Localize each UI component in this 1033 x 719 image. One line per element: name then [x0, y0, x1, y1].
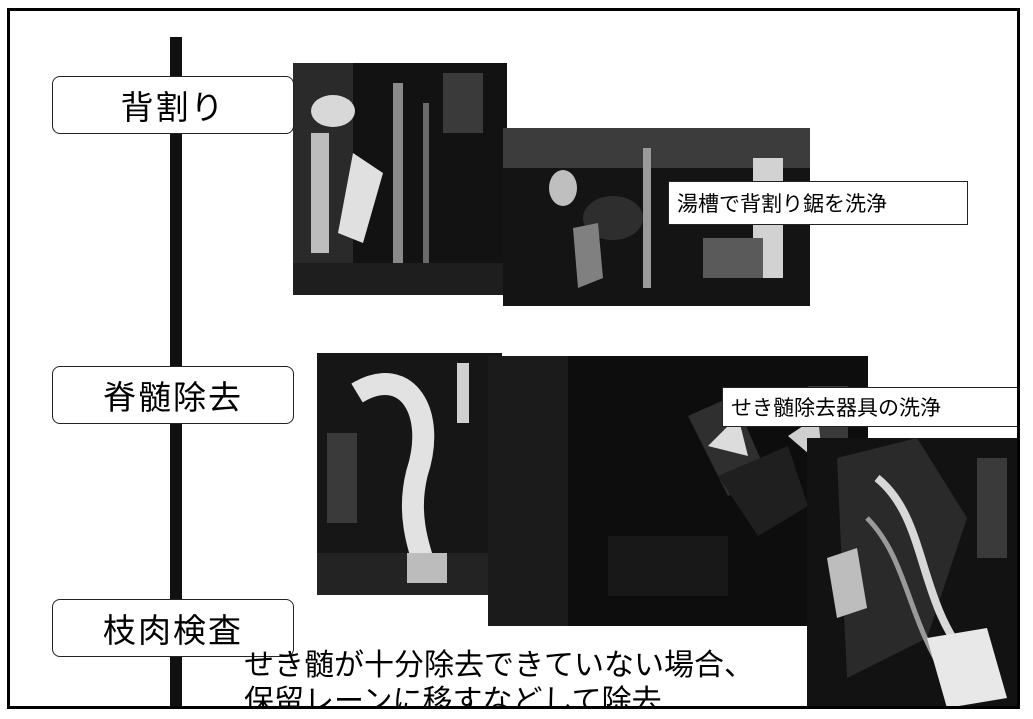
photo-saw-washing	[503, 128, 810, 306]
inspection-note: せき髄が十分除去できていない場合、 保留レーンに移すなどして除去	[244, 648, 804, 709]
step-label-carcass-inspection: 枝肉検査	[52, 599, 294, 657]
photo-carcass-inspection	[807, 438, 1017, 706]
inspection-note-line-1: せき髄が十分除去できていない場合、	[244, 648, 754, 683]
photo-spinal-cord-removal	[317, 353, 502, 595]
callout-saw-washing: 湯槽で背割り鋸を洗浄	[668, 181, 968, 225]
step-label-spinal-cord-removal: 脊髄除去	[52, 366, 294, 424]
photo-back-splitting	[293, 63, 507, 295]
callout-tool-washing: せき髄除去器具の洗浄	[722, 387, 1017, 427]
slide-frame: 背割り 脊髄除去 枝肉検査 湯槽で背割り鋸を洗浄 せき髄除去器具の洗浄 せき髄が…	[7, 8, 1020, 709]
inspection-note-line-2: 保留レーンに移すなどして除去	[244, 684, 662, 709]
step-label-back-splitting: 背割り	[52, 76, 294, 134]
